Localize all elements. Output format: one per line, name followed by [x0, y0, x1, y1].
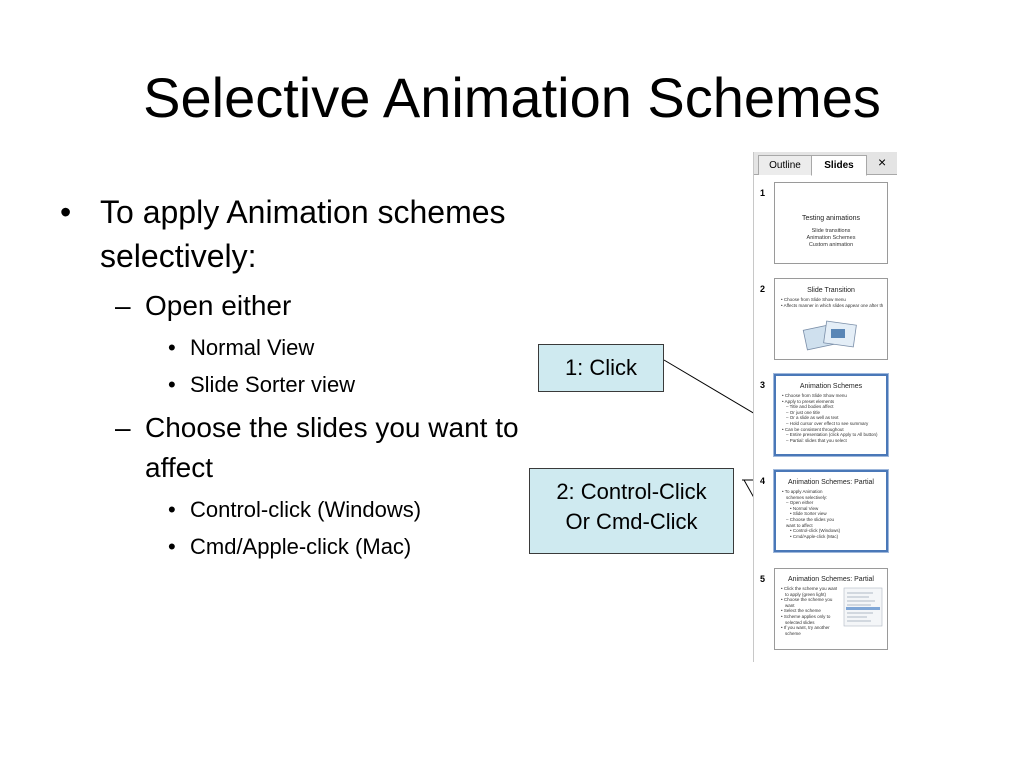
bullet-level3: • Slide Sorter view — [60, 370, 530, 400]
thumb-line: • Apply to preset elements — [782, 398, 835, 404]
bullet-list: • To apply Animation schemes selectively… — [60, 190, 530, 562]
thumb-line: • Control-click (Windows) — [790, 528, 841, 534]
callout-text: 2: Control-Click — [556, 479, 707, 504]
thumb-line: • Select the scheme — [781, 608, 821, 614]
thumb-line: – Partial: slides that you select — [786, 437, 847, 443]
thumb-line: – Entire presentation (click Apply to Al… — [786, 432, 878, 438]
thumb-line: Animation Schemes — [806, 235, 856, 241]
screenshot-image-icon — [802, 320, 857, 351]
thumb-body: • Choose from Slide Show menu • Apply to… — [776, 390, 886, 443]
tab-slides[interactable]: Slides — [811, 155, 867, 176]
bullet-text: Cmd/Apple-click (Mac) — [190, 534, 412, 559]
bullet-marker: • — [60, 194, 72, 230]
callout-text: Or Cmd-Click — [565, 509, 698, 534]
thumb-line: schemes selectively: — [786, 494, 828, 500]
slide-thumbnail-5[interactable]: Animation Schemes: Partial • Click the s… — [774, 568, 888, 650]
thumb-line: – Hold cursor over effect to see summary — [786, 420, 869, 426]
slide-thumbnail-3[interactable]: Animation Schemes • Choose from Slide Sh… — [774, 374, 888, 456]
thumb-title: Animation Schemes: Partial — [788, 576, 874, 583]
thumb-title: Animation Schemes: Partial — [788, 479, 874, 486]
bullet-marker: • — [168, 497, 176, 522]
thumb-line: want to affect — [786, 522, 813, 528]
thumb-line: • Choose from Slide Show menu — [781, 297, 846, 302]
thumb-line: to apply (green light) — [785, 591, 827, 597]
bullet-text: Choose the slides you want to affect — [145, 412, 519, 483]
bullet-text: Open either — [145, 290, 292, 321]
thumb-line: • To apply Animation — [782, 489, 823, 494]
thumb-body: • Choose from Slide Show menu • Affects … — [775, 294, 887, 308]
thumb-title: Animation Schemes — [799, 383, 863, 390]
thumb-body: • Click the scheme you want to apply (gr… — [775, 583, 841, 636]
thumb-line: • Choose the scheme you — [781, 597, 833, 603]
thumb-line: • Scheme applies only to — [781, 613, 831, 619]
slide-number: 3 — [760, 380, 766, 390]
bullet-text: Control-click (Windows) — [190, 497, 422, 522]
bullet-marker: • — [168, 534, 176, 559]
thumb-line: • Click the scheme you want — [781, 586, 837, 591]
thumb-line: • If you want, try another — [781, 625, 830, 631]
dash-marker: – — [115, 290, 131, 321]
dash-marker: – — [115, 412, 131, 443]
thumb-title: Slide Transition — [807, 287, 855, 294]
thumb-line: Slide transitions — [811, 228, 851, 234]
thumb-line: • Normal View — [790, 505, 819, 511]
bullet-text: Slide Sorter view — [190, 372, 356, 397]
thumb-line: • Choose from Slide Show menu — [782, 393, 847, 398]
thumb-line: – Open either — [786, 500, 814, 506]
slide-number: 1 — [760, 188, 766, 198]
callout-text: 1: Click — [564, 355, 638, 380]
slide-number: 2 — [760, 284, 766, 294]
bullet-level1: • To apply Animation schemes selectively… — [60, 190, 530, 278]
slide-number: 4 — [760, 476, 766, 486]
bullet-level2: – Choose the slides you want to affect — [60, 408, 530, 488]
thumb-line: • Cmd/Apple-click (Mac) — [790, 533, 839, 539]
thumb-line: want — [785, 602, 795, 608]
thumb-title: Testing animations — [802, 215, 860, 222]
slide-number: 5 — [760, 574, 766, 584]
thumb-line: selected slides — [785, 619, 815, 625]
close-icon[interactable]: × — [878, 154, 887, 170]
thumb-body: • To apply Animation schemes selectively… — [776, 486, 886, 539]
bullet-text: Normal View — [190, 335, 315, 360]
thumb-line: Custom animation — [808, 242, 854, 248]
tab-outline[interactable]: Outline — [758, 155, 812, 175]
bullet-marker: • — [168, 335, 176, 360]
thumb-line: – Choose the slides you — [786, 516, 835, 522]
bullet-level3: • Normal View — [60, 333, 530, 363]
panel-tab-bar: Outline Slides × — [754, 152, 897, 176]
thumb-line: • Can be consistent throughout — [782, 426, 844, 432]
slide-title: Selective Animation Schemes — [143, 66, 881, 129]
thumb-line: – Or just one title — [786, 409, 821, 415]
bullet-marker: • — [168, 372, 176, 397]
bullet-level3: • Cmd/Apple-click (Mac) — [60, 532, 530, 562]
thumb-line: • Slide Sorter view — [790, 511, 827, 517]
thumb-line: • Affects manner in which slides appear … — [781, 302, 883, 308]
bullet-level3: • Control-click (Windows) — [60, 495, 530, 525]
slide-thumbnail-1[interactable]: Testing animations Slide transitions Ani… — [774, 182, 888, 264]
control-click-callout: 2: Control-Click Or Cmd-Click — [529, 468, 734, 554]
bullet-text: To apply Animation schemes selectively: — [100, 194, 506, 274]
slides-panel: Outline Slides × 1 Testing animations Sl… — [753, 152, 897, 662]
task-pane-image-icon — [843, 587, 883, 627]
thumb-line: – Title and bodies affect — [786, 404, 834, 410]
bullet-level2: – Open either — [60, 286, 530, 326]
thumb-line: scheme — [785, 630, 801, 636]
click-callout: 1: Click — [538, 344, 664, 392]
slide-thumbnail-4[interactable]: Animation Schemes: Partial • To apply An… — [774, 470, 888, 552]
thumb-line: – Or a slide as well as text — [786, 415, 839, 421]
slide-thumbnail-2[interactable]: Slide Transition • Choose from Slide Sho… — [774, 278, 888, 360]
